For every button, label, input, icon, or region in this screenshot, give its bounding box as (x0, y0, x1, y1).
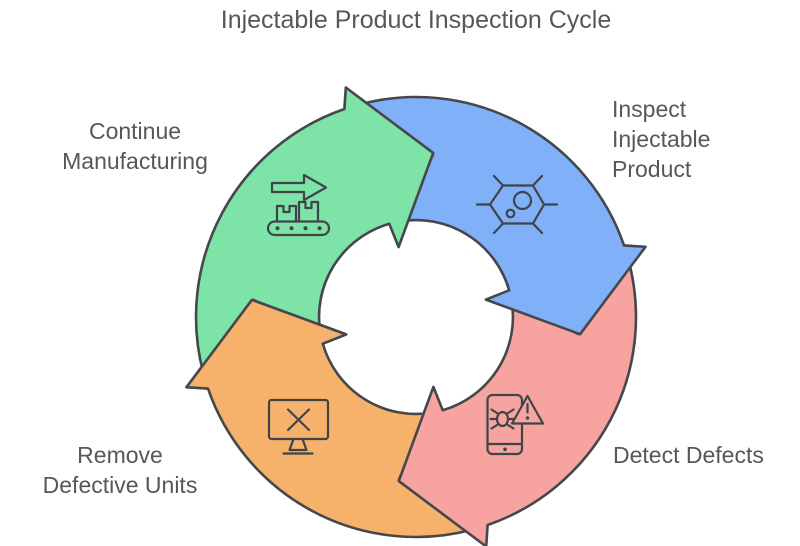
arrow-remove-head-outline (185, 298, 348, 390)
page-title: Injectable Product Inspection Cycle (220, 6, 612, 34)
label-detect-defects: Detect Defects (613, 442, 764, 468)
label-continue-manufacturing: Continue Manufacturing (62, 118, 208, 174)
label-remove-defective-units: Remove Defective Units (42, 442, 198, 498)
arrow-continue-manufacturing (194, 86, 435, 376)
conveyor-arrow-icon (266, 173, 331, 237)
arrow-inspect-injectable-product (357, 95, 647, 336)
arrow-detect-defects (397, 258, 638, 546)
phone-bug-alert-icon (486, 393, 545, 456)
microbe-icon (475, 174, 559, 235)
label-inspect-injectable-product: Inspect Injectable Product (612, 96, 711, 182)
arrow-remove-head-overlay (186, 299, 347, 389)
monitor-x-icon (267, 398, 330, 455)
